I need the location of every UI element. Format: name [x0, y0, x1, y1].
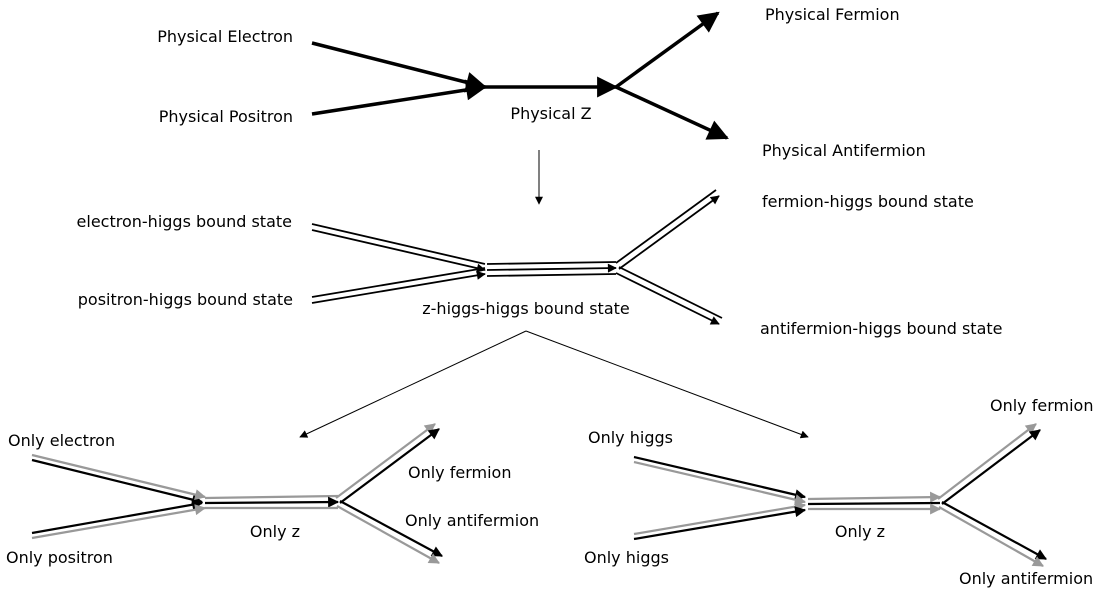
- only-electron-line-black: [31, 458, 204, 505]
- label-only-z-left: Only z: [250, 522, 300, 541]
- only-positron-line-black: [31, 499, 204, 535]
- label-only-antifermion-left: Only antifermion: [405, 511, 539, 530]
- label-only-antifermion-right: Only antifermion: [959, 569, 1093, 588]
- zhh-line-b: [486, 263, 617, 273]
- label-physical-electron: Physical Electron: [157, 27, 293, 46]
- label-only-higgs-top: Only higgs: [588, 428, 673, 447]
- only-positron-line-gray: [31, 504, 207, 540]
- label-only-fermion-left: Only fermion: [408, 463, 511, 482]
- only-z-right-line-gray-top: [807, 491, 942, 503]
- label-positron-higgs: positron-higgs bound state: [78, 290, 293, 309]
- positron-higgs-line-b: [311, 270, 486, 304]
- label-antifermion-higgs: antifermion-higgs bound state: [760, 319, 1003, 338]
- label-fermion-higgs: fermion-higgs bound state: [762, 192, 974, 211]
- only-z-line-gray-top: [204, 494, 339, 500]
- label-only-higgs-bottom: Only higgs: [584, 548, 669, 567]
- only-fermion-right-line-gray: [937, 423, 1037, 500]
- diagram-physical: Physical Electron Physical Positron Phys…: [157, 5, 926, 160]
- antifermion-higgs-line-b: [615, 272, 720, 325]
- only-antifermion-line-gray: [336, 505, 440, 564]
- only-fermion-right-line-black: [941, 429, 1041, 505]
- electron-higgs-line-a: [311, 223, 486, 265]
- diagram-only-higgs: Only higgs Only higgs Only z Only fermio…: [584, 396, 1093, 588]
- only-higgs-bottom-line-black: [633, 506, 807, 541]
- only-higgs-top-line-gray: [633, 460, 807, 506]
- only-higgs-bottom-line-gray: [633, 501, 807, 536]
- label-physical-z: Physical Z: [510, 104, 591, 123]
- fermion-line: [614, 11, 720, 89]
- label-only-z-right: Only z: [835, 522, 885, 541]
- only-fermion-line-black: [339, 428, 440, 504]
- zhh-line-c: [486, 273, 617, 277]
- only-z-line-black: [204, 496, 340, 508]
- only-z-right-line-black: [807, 501, 941, 506]
- transition-arrow-right: [525, 330, 809, 439]
- only-fermion-line-gray: [335, 423, 436, 499]
- antifermion-line: [615, 85, 729, 140]
- diagram-bound-states: electron-higgs bound state positron-higg…: [77, 189, 1003, 338]
- fermion-higgs-line-a: [615, 189, 717, 264]
- only-electron-line-gray: [31, 453, 207, 501]
- diagram-only-fermions: Only electron Only positron Only z Only …: [6, 423, 539, 567]
- label-physical-antifermion: Physical Antifermion: [762, 141, 926, 160]
- only-antifermion-right-line-gray: [938, 506, 1044, 567]
- only-antifermion-right-line-black: [941, 501, 1047, 560]
- label-only-electron: Only electron: [8, 431, 115, 450]
- electron-line: [311, 41, 488, 93]
- fermion-higgs-line-b: [618, 195, 720, 270]
- positron-higgs-line-a: [311, 267, 486, 298]
- label-physical-fermion: Physical Fermion: [765, 5, 900, 24]
- positron-line: [311, 79, 488, 116]
- electron-higgs-line-b: [311, 229, 486, 273]
- antifermion-higgs-line-a: [618, 266, 723, 319]
- label-only-fermion-right: Only fermion: [990, 396, 1093, 415]
- label-physical-positron: Physical Positron: [159, 107, 293, 126]
- zhh-line-a: [486, 261, 617, 265]
- only-higgs-top-line-black: [633, 455, 807, 501]
- label-z-higgs-higgs: z-higgs-higgs bound state: [422, 299, 630, 318]
- label-electron-higgs: electron-higgs bound state: [77, 212, 292, 231]
- transition-arrow-left: [299, 330, 527, 438]
- only-antifermion-line-black: [339, 500, 443, 557]
- label-only-positron: Only positron: [6, 548, 113, 567]
